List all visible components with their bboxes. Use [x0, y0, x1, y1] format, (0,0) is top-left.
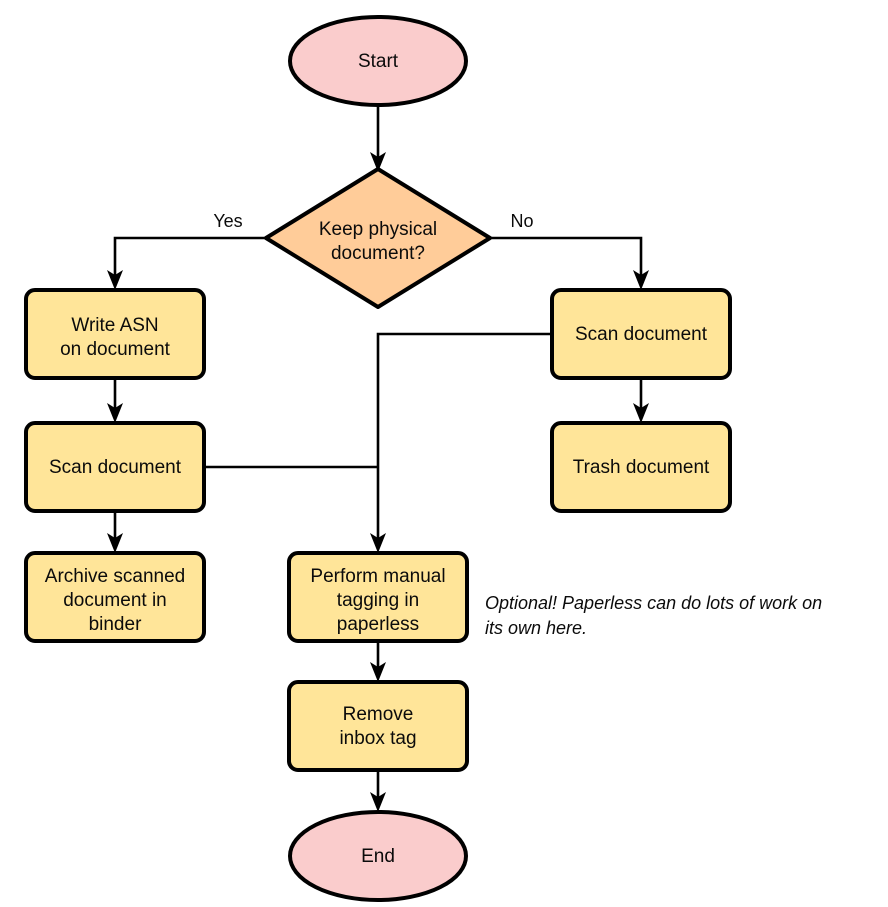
arrowhead-icon — [633, 270, 649, 290]
write-asn-box-shape[interactable] — [24, 288, 206, 380]
edge-scan-right-to-tagging — [370, 332, 552, 553]
node-remove-inbox-label-line2: inbox tag — [339, 728, 416, 749]
annotation-optional-note: Optional! Paperless can do lots of work … — [485, 593, 822, 638]
node-decision-label-line2: document? — [331, 243, 425, 264]
node-tagging-label-line3: paperless — [337, 614, 419, 635]
node-scan-left-label: Scan document — [49, 457, 182, 478]
edge-scan-right-to-trash — [633, 378, 649, 423]
scan-document-left-box-shape[interactable] — [24, 421, 206, 513]
edge-line — [376, 332, 552, 542]
edge-label-yes: Yes — [213, 211, 242, 231]
end-ellipse-shape[interactable] — [288, 810, 468, 902]
edge-remove-inbox-to-end — [370, 770, 386, 812]
arrowhead-icon — [107, 270, 123, 290]
node-trash-document[interactable]: Trash document — [550, 421, 732, 513]
edge-tagging-to-remove-inbox — [370, 641, 386, 682]
node-decision-label-line1: Keep physical — [319, 219, 437, 240]
node-decision-keep-physical-document[interactable]: Keep physical document? — [264, 167, 492, 309]
node-write-asn-label-line2: on document — [60, 339, 171, 360]
edge-write-asn-to-scan-left — [107, 378, 123, 423]
node-end-label: End — [361, 846, 395, 867]
node-archive-scanned-document[interactable]: Archive scanned document in binder — [24, 551, 206, 643]
edge-line — [491, 236, 643, 279]
trash-document-box-shape[interactable] — [550, 421, 732, 513]
arrowhead-icon — [107, 533, 123, 553]
node-start[interactable]: Start — [288, 15, 468, 107]
tagging-box-shape[interactable] — [287, 551, 469, 643]
edge-line — [113, 236, 265, 279]
edge-scan-left-to-archive — [107, 511, 123, 553]
edge-decision-no-to-scan-right — [491, 236, 649, 290]
node-archive-label-line2: document in — [63, 590, 167, 611]
optional-note-line1: Optional! Paperless can do lots of work … — [485, 593, 822, 613]
edge-start-to-decision — [370, 105, 386, 172]
node-tagging-label-line1: Perform manual — [310, 566, 445, 587]
arrowhead-icon — [370, 792, 386, 812]
node-scan-document-right[interactable]: Scan document — [550, 288, 732, 380]
node-remove-inbox-tag[interactable]: Remove inbox tag — [287, 680, 469, 772]
edge-decision-yes-to-write-asn — [107, 236, 265, 290]
node-end[interactable]: End — [288, 810, 468, 902]
node-perform-manual-tagging[interactable]: Perform manual tagging in paperless — [287, 551, 469, 643]
node-write-asn-label-line1: Write ASN — [71, 315, 158, 336]
node-write-asn-on-document[interactable]: Write ASN on document — [24, 288, 206, 380]
scan-document-right-box-shape[interactable] — [550, 288, 732, 380]
node-scan-right-label: Scan document — [575, 324, 708, 345]
arrowhead-icon — [370, 152, 386, 172]
optional-note-line2: its own here. — [485, 618, 587, 638]
arrowhead-icon — [107, 403, 123, 423]
node-remove-inbox-label-line1: Remove — [343, 704, 414, 725]
archive-box-shape[interactable] — [24, 551, 206, 643]
node-start-label: Start — [358, 51, 399, 72]
node-tagging-label-line2: tagging in — [337, 590, 419, 611]
arrowhead-icon — [370, 533, 386, 553]
start-ellipse-shape[interactable] — [288, 15, 468, 107]
node-archive-label-line1: Archive scanned — [45, 566, 185, 587]
node-scan-document-left[interactable]: Scan document — [24, 421, 206, 513]
remove-inbox-box-shape[interactable] — [287, 680, 469, 772]
decision-diamond-shape[interactable] — [264, 167, 492, 309]
node-trash-label: Trash document — [573, 457, 710, 478]
arrowhead-icon — [633, 403, 649, 423]
arrowhead-icon — [370, 662, 386, 682]
node-archive-label-line3: binder — [89, 614, 142, 635]
edge-label-no: No — [510, 211, 533, 231]
